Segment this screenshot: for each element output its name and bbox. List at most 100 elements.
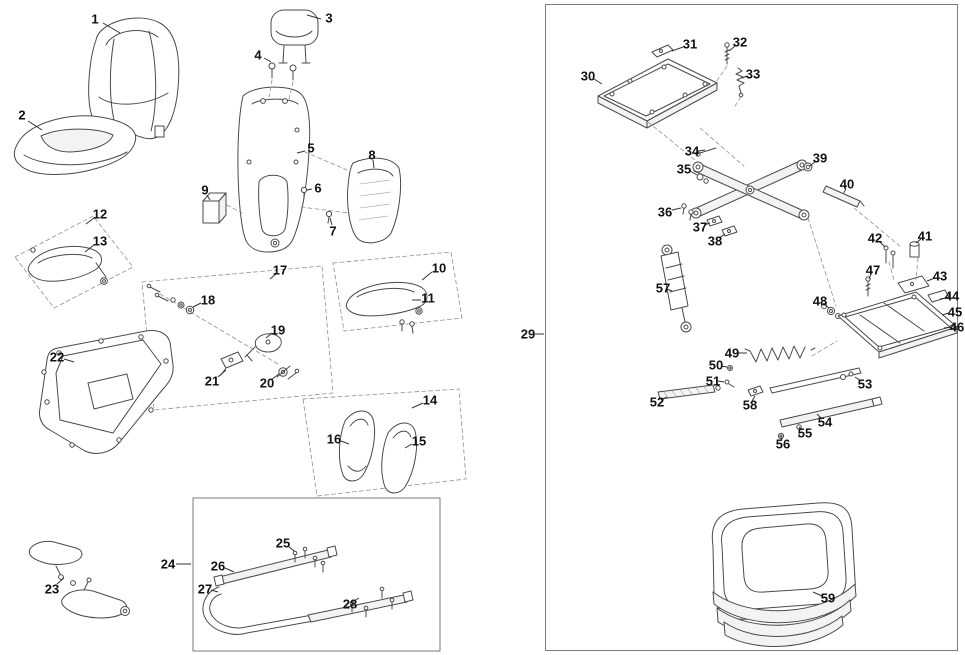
part-label-24: 24 (161, 557, 176, 572)
part-label-36: 36 (658, 205, 672, 220)
leader-line-part-45 (941, 312, 950, 316)
leader-line-part-58 (751, 395, 756, 402)
part-label-59: 59 (821, 591, 835, 606)
part-label-19: 19 (271, 323, 285, 338)
leader-line-part-3 (306, 14, 322, 20)
part-label-56: 56 (776, 437, 790, 452)
leader-line-part-39 (809, 160, 817, 167)
leader-line-part-15 (404, 443, 413, 449)
part-38-clamp (721, 225, 738, 237)
part-label-28: 28 (343, 597, 357, 612)
part-2-seat-cushion (13, 115, 137, 175)
suspension-assembly (597, 42, 958, 647)
part-label-51: 51 (706, 374, 720, 389)
leader-line-part-57 (666, 288, 673, 292)
part-32-bolt (724, 42, 730, 65)
diagram-artwork (13, 4, 958, 652)
leader-line-part-54 (816, 413, 823, 420)
part-label-50: 50 (709, 358, 723, 373)
part-label-5: 5 (307, 141, 314, 156)
part-label-39: 39 (813, 151, 827, 166)
leader-line-part-10 (421, 271, 433, 281)
part-44-pad (927, 289, 950, 303)
leader-line-part-13 (84, 244, 95, 253)
group-box-12 (14, 215, 134, 309)
leader-line-part-5 (296, 150, 306, 154)
leader-line-part-7 (329, 217, 333, 226)
leader-line-part-40 (843, 187, 847, 194)
part-58-bracket (747, 385, 764, 397)
part-label-26: 26 (211, 559, 225, 574)
part-label-53: 53 (858, 377, 872, 392)
seat-upper-assembly (13, 9, 467, 652)
part-26-upper-rail (213, 545, 338, 587)
part-label-12: 12 (93, 207, 107, 222)
part-label-35: 35 (677, 162, 691, 177)
part-36-bolts (681, 203, 694, 221)
leader-line-part-33 (741, 75, 748, 79)
part-label-15: 15 (412, 434, 426, 449)
part-16-side-trim-left (338, 410, 376, 482)
part-4-headrest-bolts (268, 62, 297, 81)
part-37-clamp (706, 215, 723, 227)
part-label-34: 34 (685, 144, 700, 159)
part-label-44: 44 (945, 289, 960, 304)
part-label-32: 32 (733, 35, 747, 50)
leader-line-part-1 (102, 22, 121, 34)
leader-line-part-43 (926, 277, 936, 282)
group-box-14 (302, 388, 467, 497)
leader-line-part-18 (192, 302, 202, 308)
group-box-10 (332, 251, 463, 332)
part-20-roller-bracket (276, 365, 300, 380)
part-label-52: 52 (650, 395, 664, 410)
leader-line-part-12 (85, 217, 95, 225)
leader-line-part-46 (943, 326, 952, 329)
part-13-armrest-left (27, 245, 108, 285)
leader-line-part-50 (720, 365, 728, 368)
part-label-38: 38 (708, 234, 722, 249)
leader-line-part-27 (210, 589, 219, 593)
leader-line-part-55 (798, 426, 803, 431)
part-11-armrest-right (345, 281, 428, 334)
part-label-57: 57 (656, 281, 670, 296)
label-leader-lines (27, 14, 952, 602)
leader-line-part-51 (717, 380, 725, 383)
part-54-rail-bar (779, 396, 883, 428)
part-label-27: 27 (198, 582, 212, 597)
part-label-55: 55 (798, 426, 812, 441)
leader-line-part-21 (217, 369, 227, 378)
part-47-bolt (865, 276, 871, 297)
part-label-58: 58 (743, 398, 757, 413)
part-label-3: 3 (325, 11, 332, 26)
part-label-33: 33 (746, 67, 760, 82)
leader-line-part-44 (939, 297, 947, 300)
part-7-screw (325, 210, 333, 224)
part-label-29: 29 (521, 327, 535, 342)
leader-line-part-28 (353, 597, 360, 602)
part-label-1: 1 (91, 12, 98, 27)
part-35-scissor-linkage (690, 159, 810, 221)
leader-line-part-23 (56, 577, 65, 585)
leader-line-part-14 (411, 402, 424, 409)
leader-line-part-41 (915, 238, 922, 244)
part-label-45: 45 (948, 305, 962, 320)
leader-line-part-53 (854, 376, 862, 382)
part-label-46: 46 (950, 320, 964, 335)
part-3-headrest (270, 9, 319, 64)
leader-line-part-22 (63, 358, 75, 363)
leader-line-part-47 (868, 273, 872, 280)
leader-line-part-56 (780, 436, 783, 441)
part-label-8: 8 (368, 148, 375, 163)
part-number-labels: 1234567891011121314151617181920212223242… (18, 11, 964, 612)
leader-line-part-17 (269, 273, 277, 280)
leader-line-part-37 (703, 222, 711, 226)
leader-line-part-38 (718, 233, 726, 239)
part-1-backrest-cushion (88, 17, 180, 140)
leader-line-part-32 (728, 45, 736, 52)
part-18-washers-screws (146, 283, 195, 315)
part-40-rod (822, 185, 865, 208)
part-label-31: 31 (683, 37, 697, 52)
part-31-latch-plate (651, 44, 674, 58)
leader-line-part-9 (206, 194, 211, 201)
